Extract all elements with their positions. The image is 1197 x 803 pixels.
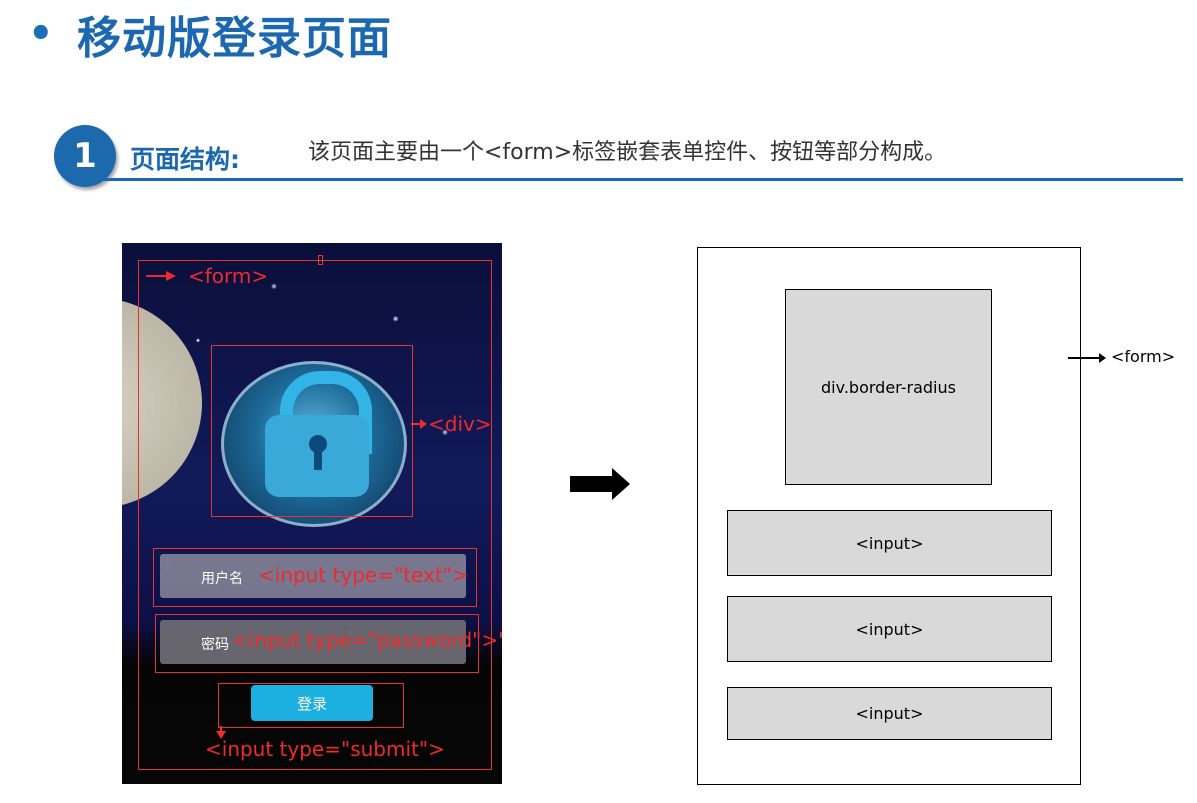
div-outline — [211, 345, 413, 517]
form-annotation: <form> — [188, 264, 268, 288]
section-description: 该页面主要由一个<form>标签嵌套表单控件、按钮等部分构成。 — [308, 134, 946, 166]
page-title: 移动版登录页面 — [77, 2, 392, 66]
input-password-annotation: <input type="password">" — [232, 628, 502, 652]
form-top-marker — [318, 255, 323, 265]
input-submit-annotation: <input type="submit"> — [205, 737, 445, 761]
div-annotation: <div> — [428, 412, 492, 436]
section-label: 页面结构: — [130, 140, 240, 176]
wireframe-form-label: <form> — [1111, 347, 1175, 366]
wireframe-form-arrow — [1068, 357, 1100, 359]
password-label: 密码 — [201, 634, 229, 654]
title-bullet: • — [28, 14, 54, 54]
wireframe-input-label: <input> — [856, 620, 924, 639]
section-divider — [100, 178, 1183, 181]
mobile-login-screenshot: <form> <div> 用户名 <input type="text"> 密码 … — [122, 243, 502, 784]
wireframe-div-label: div.border-radius — [821, 378, 956, 397]
wireframe-input-2: <input> — [727, 596, 1052, 662]
wireframe-input-3: <input> — [727, 687, 1052, 740]
wireframe-input-label: <input> — [856, 534, 924, 553]
wireframe-input-label: <input> — [856, 704, 924, 723]
username-label: 用户名 — [201, 568, 243, 588]
wireframe-div-box: div.border-radius — [785, 289, 992, 485]
form-arrow — [146, 275, 168, 277]
input-text-annotation: <input type="text"> — [258, 563, 469, 587]
login-button[interactable]: 登录 — [251, 685, 373, 721]
form-arrow-head — [166, 271, 176, 281]
transform-arrow — [570, 476, 616, 492]
div-arrow-head — [420, 419, 427, 429]
wireframe-input-1: <input> — [727, 510, 1052, 576]
transform-arrow-head — [612, 468, 630, 500]
wireframe-form-arrow-head — [1099, 353, 1106, 363]
